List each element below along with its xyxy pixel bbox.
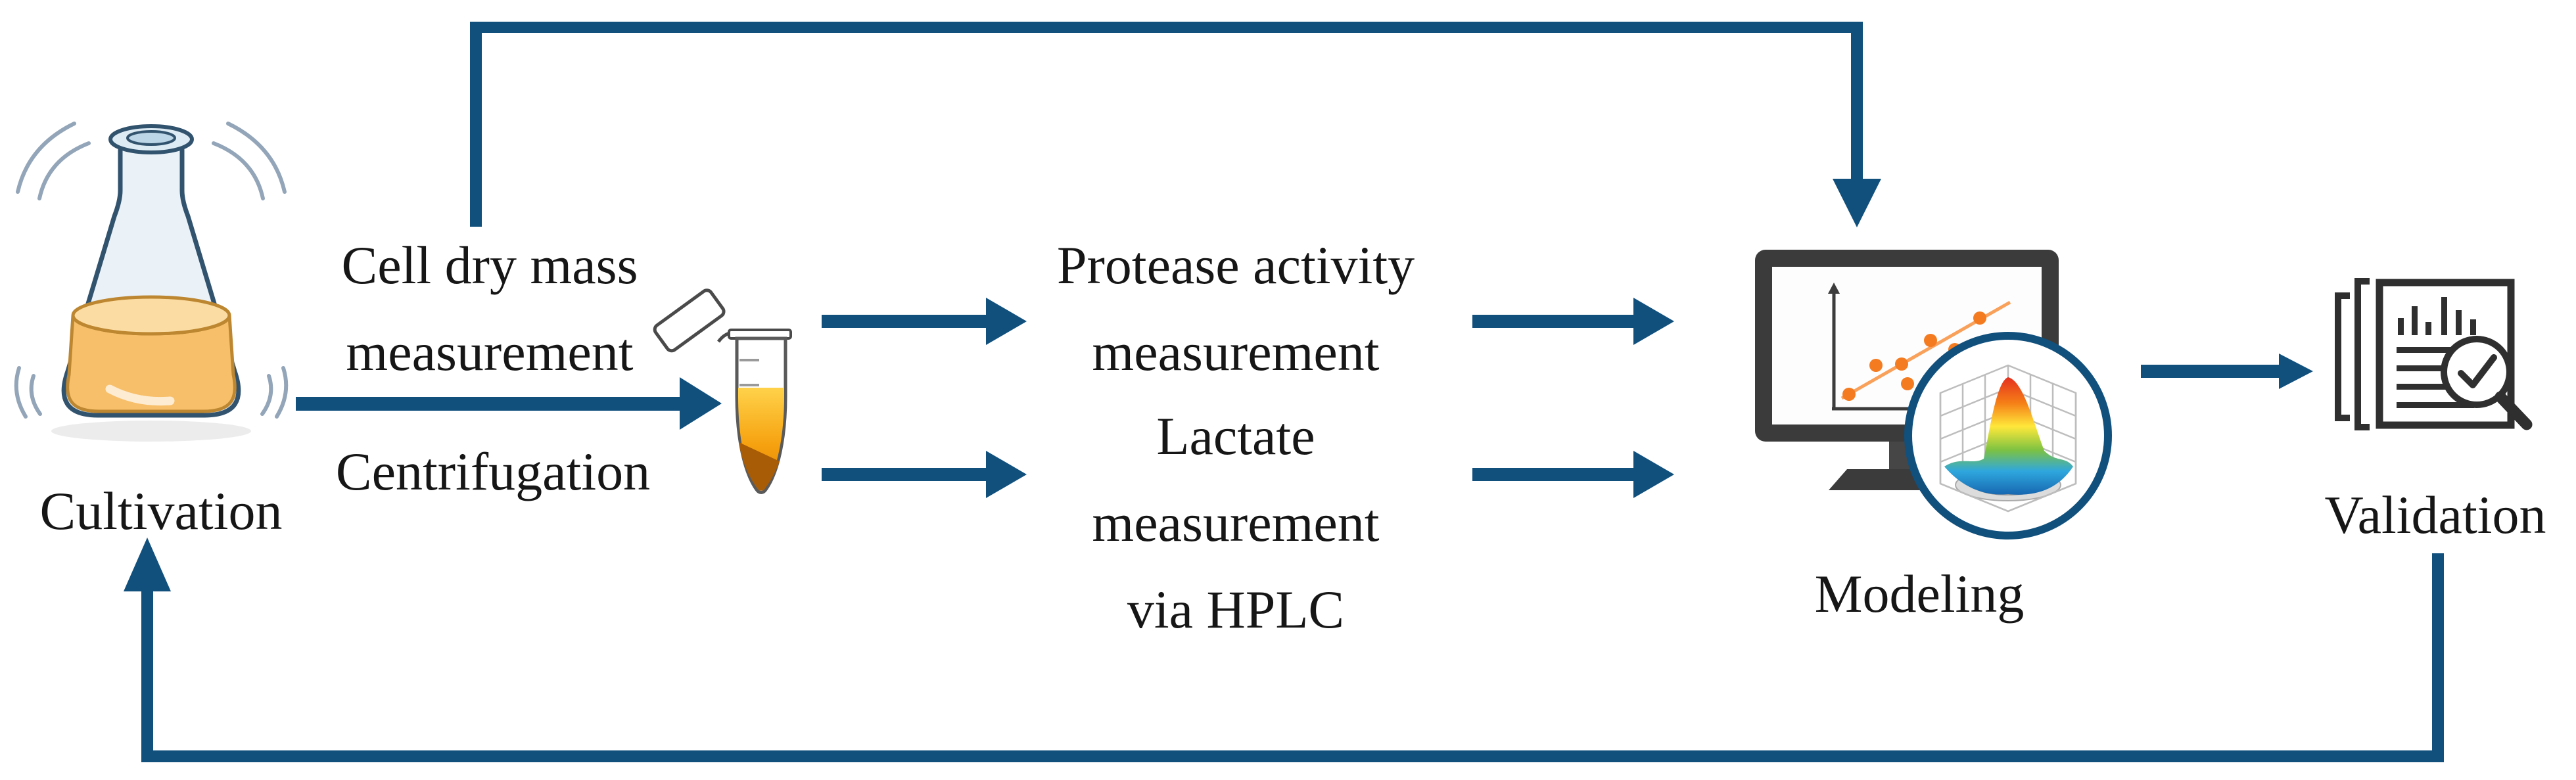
protease-line1: Protease activity	[1056, 235, 1415, 295]
line-segment-horizontal-bottom	[141, 750, 2444, 762]
centrifuge-tube-icon	[653, 288, 792, 494]
arrowhead-right-icon	[986, 451, 1027, 498]
validation-label: Validation	[2287, 472, 2576, 559]
arrowhead-right-icon	[1633, 298, 1674, 345]
documents-check-magnifier-icon	[2335, 278, 2533, 430]
mini-bar-chart	[2397, 297, 2476, 408]
tube-pellet	[739, 442, 780, 491]
line-segment-vertical-left	[470, 22, 482, 227]
surface-plot-icon	[1904, 332, 2112, 539]
lactate-line3: via HPLC	[1127, 580, 1345, 639]
protease-activity-label: Protease activity measurement	[1022, 222, 1449, 396]
protease-line2: measurement	[1092, 322, 1380, 382]
validation-label-text: Validation	[2324, 485, 2546, 545]
arrow-shaft	[822, 315, 986, 328]
arrowhead-up-icon	[124, 538, 171, 591]
flask-liquid-surface	[71, 295, 231, 336]
rainbow-surface	[1944, 377, 2073, 495]
line-segment-vertical-left	[141, 590, 153, 762]
cell-dry-mass-line1: Cell dry mass	[341, 235, 638, 295]
arrow-shaft	[296, 397, 680, 411]
arrow-shaft	[822, 468, 986, 481]
flask-shadow	[51, 421, 251, 442]
tube-graduation-mark	[739, 384, 759, 386]
scatter-plot	[1828, 283, 2021, 411]
line-segment-vertical-right	[1851, 22, 1863, 183]
cell-dry-mass-line2: measurement	[346, 322, 634, 382]
modeling-label: Modeling	[1775, 551, 2064, 637]
arrow-shaft	[1472, 468, 1633, 481]
cell-dry-mass-label: Cell dry mass measurement	[283, 222, 697, 396]
line-segment-horizontal-top	[470, 22, 1863, 33]
page-edge-back	[2335, 292, 2350, 421]
page-edge-middle	[2354, 278, 2370, 430]
lactate-line1: Lactate	[1156, 406, 1315, 466]
arrowhead-right-icon	[2279, 354, 2313, 389]
cultivation-label: Cultivation	[16, 468, 306, 555]
arrowhead-right-icon	[680, 377, 722, 430]
line-segment-vertical-right	[2432, 553, 2444, 762]
arrowhead-right-icon	[1633, 451, 1674, 498]
flask-highlight	[105, 384, 175, 406]
arrow-shaft	[2141, 365, 2279, 378]
centrifugation-label-text: Centrifugation	[335, 442, 651, 501]
cultivation-label-text: Cultivation	[39, 481, 283, 541]
modeling-label-text: Modeling	[1814, 564, 2025, 624]
flask-opening	[126, 130, 176, 146]
arrow-shaft	[1472, 315, 1633, 328]
tube-cap	[653, 288, 726, 353]
arrowhead-down-icon	[1833, 179, 1881, 227]
shake-motion-arcs	[14, 122, 289, 419]
tube-graduation-mark	[739, 359, 759, 361]
lactate-label: Lactate measurement via HPLC	[1022, 393, 1449, 653]
arrowhead-right-icon	[986, 298, 1027, 345]
magnifier-check	[2441, 336, 2533, 430]
lactate-line2: measurement	[1092, 493, 1380, 553]
shake-flask-icon	[14, 122, 289, 442]
centrifugation-label: Centrifugation	[283, 428, 703, 515]
